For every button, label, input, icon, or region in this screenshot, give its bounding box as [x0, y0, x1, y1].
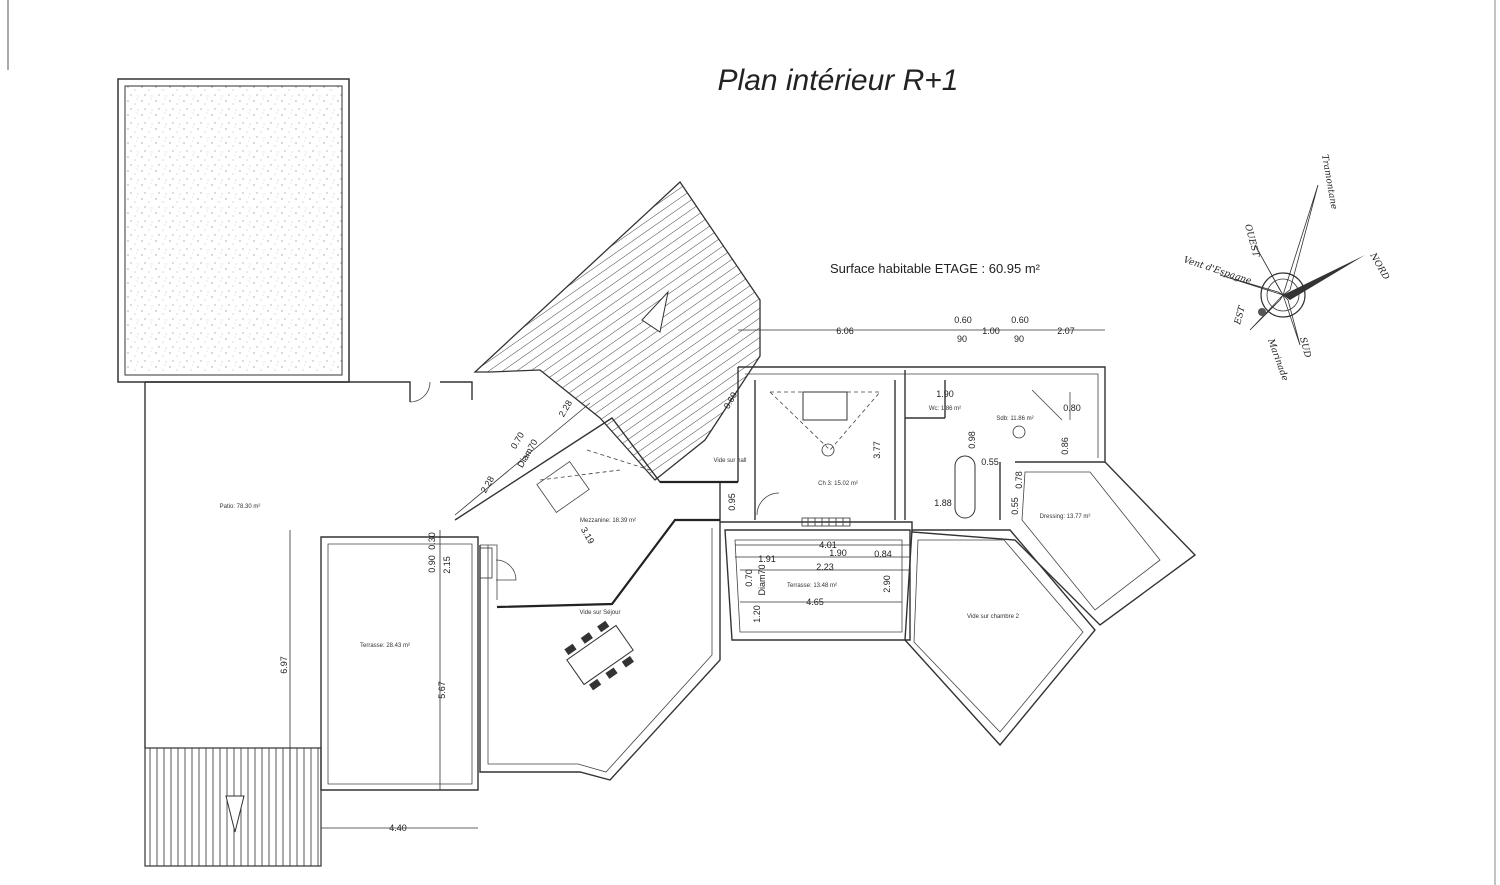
dim-100: 1.00 [982, 326, 1000, 336]
stair-arrow-lower [225, 795, 245, 833]
room-vide-sejour: Vide sur Séjour [580, 610, 621, 616]
room-patio: Patio: 78.30 m² [220, 504, 261, 510]
dim-606: 6.06 [836, 326, 854, 336]
dim-070b: 0.70 [744, 569, 754, 587]
dim-030: 0.30 [427, 532, 437, 550]
dim-290: 2.90 [882, 575, 892, 593]
dim-078: 0.78 [1014, 471, 1024, 489]
mezz-furniture [536, 461, 590, 513]
compass-north: NORD [1367, 251, 1391, 282]
dim-120: 1.20 [752, 605, 762, 623]
compass-wind-1: Vent d'Espagne [1182, 255, 1252, 286]
dim-215: 2.15 [442, 556, 452, 574]
dim-diam70b: Diam70 [757, 564, 767, 595]
dim-086: 0.86 [1060, 437, 1070, 455]
room-terrasse-mid: Terrasse: 13.48 m² [787, 583, 837, 589]
dim-070a: 0.70 [509, 430, 526, 450]
dim-90a: 90 [957, 334, 967, 344]
terrasse-mid-inner [734, 539, 903, 633]
sdb-light-icon [1012, 425, 1026, 439]
window-left [479, 547, 493, 579]
house-outline-right [720, 366, 1197, 626]
vide-ch2-outline [904, 529, 1096, 747]
terrasse-left-inner [327, 543, 473, 785]
dim-440: 4.40 [389, 823, 407, 833]
wc-walls [905, 380, 946, 419]
house-inner-top [745, 373, 1099, 458]
stairs-upper [473, 181, 761, 481]
compass-wind-3: Marinade [1265, 337, 1290, 383]
radiator [801, 517, 851, 527]
mezz-rail-lower [496, 518, 720, 609]
dining-table-icon [564, 620, 634, 691]
dim-060b: 0.60 [1011, 315, 1029, 325]
dim-090: 0.90 [427, 555, 437, 573]
surface-label: Surface habitable ETAGE : 60.95 m² [830, 261, 1041, 276]
mezz-wall-left [480, 544, 498, 600]
door-swing-mezz [495, 559, 517, 581]
ceiling-light-icon [821, 443, 835, 457]
vide-sejour-inner [487, 528, 713, 773]
room-sdb: Sdb: 11.86 m² [996, 416, 1033, 422]
terrasse-mid-outline [724, 529, 911, 641]
patio-outline [144, 381, 473, 748]
dressing-inner [1021, 471, 1161, 611]
dim-098: 0.98 [967, 431, 977, 449]
dim-401: 4.01 [819, 540, 837, 550]
dim-line-diag [454, 402, 591, 516]
compass-south: SUD [1297, 336, 1312, 359]
bathtub-icon [954, 455, 976, 519]
room-vide-ch2: Vide sur chambre 2 [967, 614, 1020, 620]
compass-rose-icon [1219, 184, 1365, 346]
dim-567: 5.67 [437, 681, 447, 699]
patio-door-swing [409, 381, 431, 403]
dim-055a: 0.55 [981, 457, 999, 467]
speckled-area-fill [124, 85, 343, 376]
dim-228b: 2.28 [557, 398, 574, 418]
page-title: Plan intérieur R+1 [718, 64, 959, 97]
vide-sejour-outline [479, 520, 721, 781]
dim-080: 0.80 [1063, 403, 1081, 413]
room-wc: Wc: 1.86 m² [929, 406, 961, 412]
dim-697: 6.97 [279, 656, 289, 674]
dim-465: 4.65 [806, 597, 824, 607]
door-ch3 [756, 492, 780, 516]
room-mezzanine: Mezzanine: 18.39 m² [580, 518, 636, 524]
room-vide-hall: Vide sur hall [714, 458, 747, 464]
dim-207: 2.07 [1057, 326, 1075, 336]
room-dressing: Dressing: 13.77 m² [1040, 514, 1091, 520]
vide-ch2-inner [913, 539, 1084, 733]
dim-095: 0.95 [727, 493, 737, 511]
dim-191: 1.91 [758, 554, 776, 564]
dim-90b: 90 [1014, 334, 1024, 344]
compass-west: OUEST [1242, 223, 1261, 259]
dim-319: 3.19 [579, 525, 596, 545]
room-ch3: Ch 3: 15.02 m² [818, 481, 858, 487]
dim-377: 3.77 [872, 441, 882, 459]
bed-icon [802, 391, 848, 421]
ch3-dashes [769, 391, 881, 451]
dim-190: 1.90 [936, 389, 954, 399]
terrasse-left-outline [320, 536, 479, 791]
sdb-shower [1031, 389, 1071, 421]
dim-060a: 0.60 [954, 315, 972, 325]
dim-188: 1.88 [934, 498, 952, 508]
dim-223: 2.23 [816, 562, 834, 572]
compass-east: EST [1233, 304, 1248, 327]
dim-084: 0.84 [874, 549, 892, 559]
dim-228a: 2.28 [479, 474, 496, 494]
dim-055b: 0.55 [1010, 497, 1020, 515]
compass-wind-2: Tramontane [1319, 154, 1338, 210]
room-terrasse-left: Terrasse: 28.43 m² [360, 643, 410, 649]
stair-arrow-upper [641, 290, 669, 333]
dim-190b: 1.90 [829, 548, 847, 558]
